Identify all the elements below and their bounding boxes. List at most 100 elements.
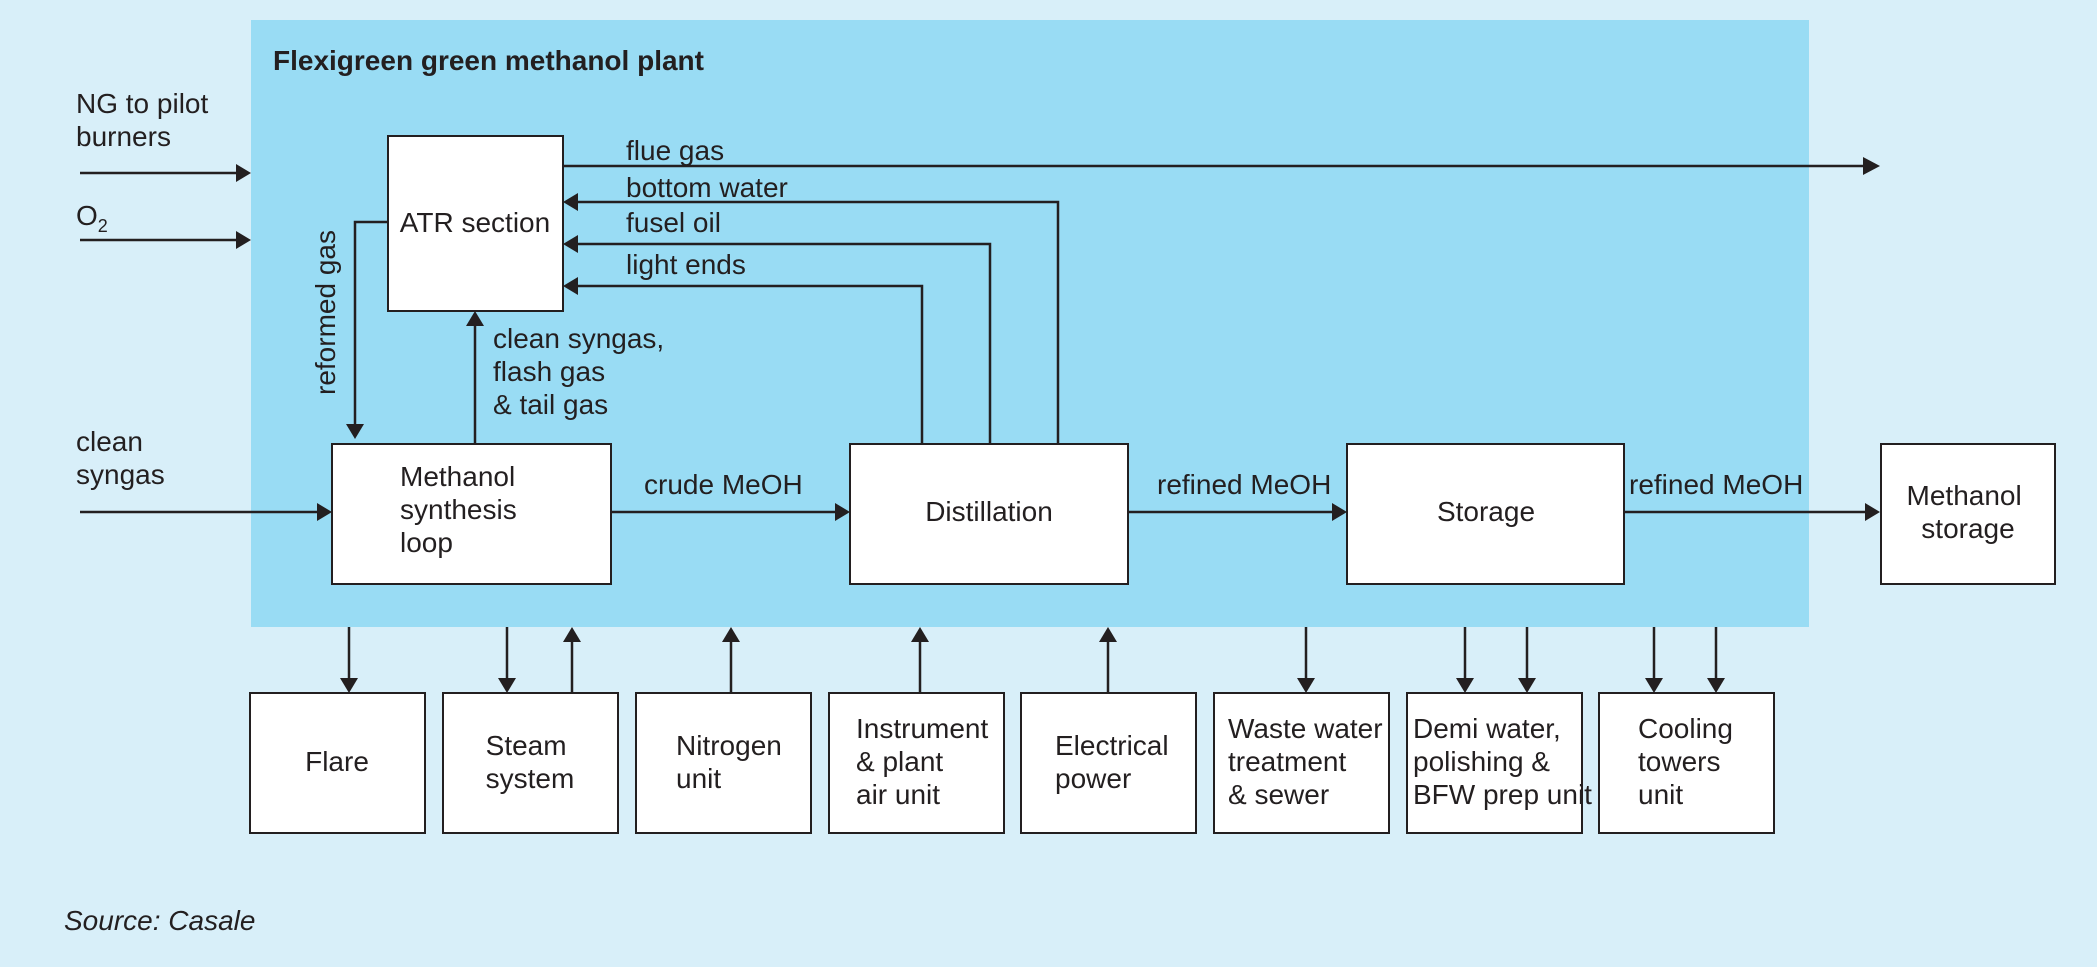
plant-title: Flexigreen green methanol plant <box>273 45 704 76</box>
ng-input-label-line-1: NG to pilot <box>76 88 208 119</box>
crude-meoh-arrow <box>835 503 850 521</box>
recycle-gas-label-line-1: clean syngas, <box>493 323 664 354</box>
recycle-gas-label-line-2: flash gas <box>493 356 605 387</box>
flare-label-line-1: Flare <box>305 746 369 777</box>
electrical-power-label-line-2: power <box>1055 763 1131 794</box>
steam-system-label-line-2: system <box>486 763 575 794</box>
cooling-towers-label-line-1: Cooling <box>1638 713 1733 744</box>
flare-block <box>249 692 426 834</box>
instrument-air-arrow <box>911 627 929 642</box>
atr-section-label: ATR section <box>400 207 550 238</box>
electrical-power-label: Electrical power <box>1055 730 1176 794</box>
bottom-water-label: bottom water <box>626 172 788 203</box>
ng-input-label: NG to pilot burners <box>76 88 216 152</box>
recycle-gas-label: clean syngas, flash gas & tail gas <box>493 323 672 420</box>
recycle-gas-label-line-3: & tail gas <box>493 389 608 420</box>
crude-meoh-label: crude MeOH <box>644 469 803 500</box>
demi-water-label-line-2: polishing & <box>1413 746 1550 777</box>
storage-label: Storage <box>1437 496 1535 527</box>
methanol-synthesis-label-line-2: synthesis <box>400 494 517 525</box>
waste-water-label-line-3: & sewer <box>1228 779 1329 810</box>
nitrogen-unit-block <box>635 692 812 834</box>
bottom-water-arrow <box>563 193 578 211</box>
nitrogen-unit-label-line-1: Nitrogen <box>676 730 782 761</box>
cooling-towers-arrow-2 <box>1707 678 1725 693</box>
demi-water-label-line-1: Demi water, <box>1413 713 1561 744</box>
steam-out-arrow <box>498 678 516 693</box>
distillation-label-line-1: Distillation <box>925 496 1053 527</box>
flue-gas-label: flue gas <box>626 135 724 166</box>
o2-main: O <box>76 200 98 231</box>
syngas-input-arrow <box>317 503 332 521</box>
nitrogen-unit-label-line-2: unit <box>676 763 721 794</box>
cooling-towers-label-line-3: unit <box>1638 779 1683 810</box>
light-ends-label: light ends <box>626 249 746 280</box>
syngas-input-label-line-2: syngas <box>76 459 165 490</box>
electrical-power-label-line-1: Electrical <box>1055 730 1169 761</box>
demi-water-arrow-1 <box>1456 678 1474 693</box>
nitrogen-unit-label: Nitrogen unit <box>676 730 790 794</box>
instrument-air-block <box>828 692 1005 834</box>
storage-label-line-1: Storage <box>1437 496 1535 527</box>
steam-system-label-line-1: Steam <box>486 730 567 761</box>
instrument-air-label-line-3: air unit <box>856 779 940 810</box>
distillation-label: Distillation <box>925 496 1053 527</box>
storage-block <box>1346 443 1625 585</box>
ng-input-label-line-2: burners <box>76 121 171 152</box>
waste-water-label-line-1: Waste water <box>1228 713 1383 744</box>
light-ends-line <box>578 284 924 444</box>
refined-meoh-label-1: refined MeOH <box>1157 469 1331 500</box>
methanol-storage-label: Methanol storage <box>1907 480 2030 544</box>
atr-section-block <box>387 135 564 312</box>
syngas-input-label-line-1: clean <box>76 426 143 457</box>
flare-label: Flare <box>305 746 369 777</box>
demi-water-arrow-2 <box>1518 678 1536 693</box>
methanol-synthesis-label-line-3: loop <box>400 527 453 558</box>
steam-in-arrow <box>563 627 581 642</box>
reformed-gas-line <box>353 220 388 424</box>
instrument-air-label-line-2: & plant <box>856 746 943 777</box>
methanol-synthesis-label-line-1: Methanol <box>400 461 515 492</box>
cooling-towers-label: Cooling towers unit <box>1638 713 1741 810</box>
electrical-power-block <box>1020 692 1197 834</box>
waste-water-label: Waste water treatment & sewer <box>1228 713 1390 810</box>
waste-water-arrow <box>1297 678 1315 693</box>
methanol-synthesis-label: Methanol synthesis loop <box>400 461 525 558</box>
cooling-towers-arrow-1 <box>1645 678 1663 693</box>
syngas-input-label: clean syngas <box>76 426 165 490</box>
bottom-water-line <box>578 200 1060 444</box>
methanol-storage-label-line-2: storage <box>1921 513 2014 544</box>
steam-system-label: Steam system <box>486 730 575 794</box>
fusel-oil-arrow <box>563 235 578 253</box>
waste-water-label-line-2: treatment <box>1228 746 1346 777</box>
instrument-air-label-line-1: Instrument <box>856 713 988 744</box>
demi-water-label-line-3: BFW prep unit <box>1413 779 1592 810</box>
o2-subscript: 2 <box>98 216 108 236</box>
instrument-air-label: Instrument & plant air unit <box>856 713 996 810</box>
refined-meoh-label-2: refined MeOH <box>1629 469 1803 500</box>
o2-input-label: O2 <box>76 200 108 236</box>
steam-system-block <box>442 692 619 834</box>
reformed-gas-label: reformed gas <box>310 230 341 395</box>
ng-input-arrow <box>236 164 251 182</box>
fusel-oil-line <box>578 242 992 444</box>
o2-input-arrow <box>236 231 251 249</box>
refined-meoh-arrow-1 <box>1332 503 1347 521</box>
recycle-gas-arrow <box>466 311 484 326</box>
electrical-power-arrow <box>1099 627 1117 642</box>
distillation-block <box>849 443 1129 585</box>
nitrogen-arrow <box>722 627 740 642</box>
atr-section-label-line-1: ATR section <box>400 207 550 238</box>
light-ends-arrow <box>563 277 578 295</box>
flue-gas-arrow <box>1863 157 1880 175</box>
flare-arrow <box>340 678 358 693</box>
refined-meoh-arrow-2 <box>1865 503 1880 521</box>
fusel-oil-label: fusel oil <box>626 207 721 238</box>
demi-water-block <box>1406 692 1583 834</box>
cooling-towers-label-line-2: towers <box>1638 746 1720 777</box>
demi-water-label: Demi water, polishing & BFW prep unit <box>1413 713 1592 810</box>
source-note: Source: Casale <box>64 905 255 936</box>
waste-water-block <box>1213 692 1390 834</box>
methanol-storage-label-line-1: Methanol <box>1907 480 2022 511</box>
